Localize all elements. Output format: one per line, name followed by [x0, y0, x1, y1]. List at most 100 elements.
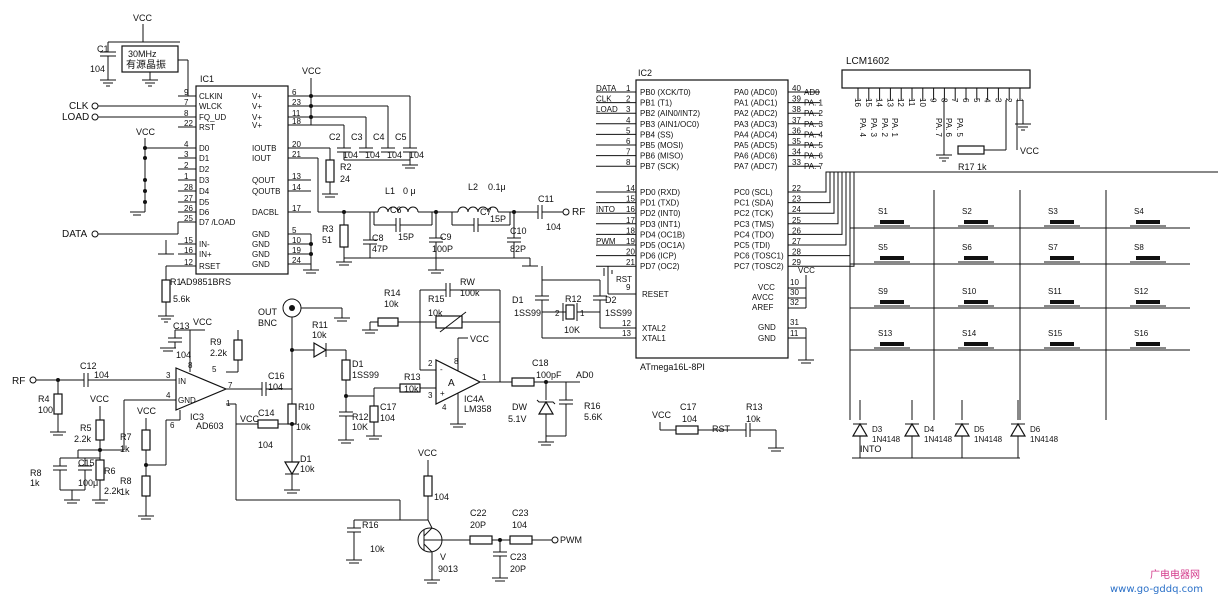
key-switch[interactable]: S11 [1044, 287, 1080, 307]
vcc-label-rst: VCC [652, 410, 672, 420]
key-switch[interactable]: S8 [1130, 243, 1166, 263]
key-switch[interactable]: S3 [1044, 207, 1080, 227]
vcc-label-osc: VCC [133, 13, 153, 23]
r19-resistor [509, 535, 533, 545]
lcm-net-label: PA. 4 [858, 118, 867, 138]
c2-ref: C2 [329, 132, 341, 142]
ic2-pin-num: 8 [626, 158, 631, 167]
c5-ref: C5 [395, 132, 407, 142]
diode-part: 1N4148 [1030, 435, 1059, 444]
ic2-pin-num: 14 [626, 184, 635, 193]
ic1-pin-num: 3 [184, 150, 189, 159]
d1-diode [313, 341, 328, 359]
key-label: S16 [1134, 329, 1149, 338]
r7-val: 1k [120, 444, 130, 454]
key-switch[interactable]: S7 [1044, 243, 1080, 263]
rf-in-terminal [29, 376, 37, 384]
rst-label: RST [712, 424, 731, 434]
ic2-pin-num: 18 [626, 226, 635, 235]
r5-val: 2.2k [74, 434, 92, 444]
diode-icon [851, 422, 869, 437]
r17b-resistor [423, 475, 433, 497]
ic1-pin-name: IN- [199, 240, 210, 249]
key-button-icon [1136, 342, 1160, 346]
key-switch[interactable]: S16 [1130, 329, 1166, 349]
watermark: 广电电器网 www.go-gddq.com [1110, 568, 1203, 595]
ic1-pin-name: D3 [199, 176, 210, 185]
r6-ref: R6 [104, 466, 116, 476]
r11-resistor [287, 403, 297, 425]
watermark-cn: 广电电器网 [1150, 568, 1200, 581]
ic2-pin-avcc: AVCC [752, 293, 774, 302]
ic2-pin-name: PB2 (AIN0/INT2) [640, 109, 700, 118]
ic2-pin-name: PD4 (OC1B) [640, 230, 685, 239]
key-button-icon [964, 256, 988, 260]
r16-ref: C18 [532, 358, 549, 368]
ic2-pin-name: PB0 (XCK/T0) [640, 88, 691, 97]
ic2-pin-name: PA4 (ADC4) [734, 130, 778, 139]
c24-ref: R13 [746, 402, 763, 412]
r9-val: 2.2k [210, 348, 228, 358]
ic2-pin-reset: RESET [642, 290, 669, 299]
r5-resistor [95, 419, 105, 441]
r12-resistor [341, 359, 351, 381]
svg-text:1: 1 [580, 309, 585, 318]
ic1-pin-name: V+ [252, 121, 262, 130]
ic2-pin-num: 26 [792, 226, 801, 235]
ic2-pin-num: 3 [626, 105, 631, 114]
key-switch[interactable]: S2 [958, 207, 994, 227]
ic2-pin-net: CLK [596, 95, 612, 104]
key-switch[interactable]: S15 [1044, 329, 1080, 349]
svg-text:4: 4 [166, 391, 171, 400]
r7-ref: R7 [120, 432, 132, 442]
key-switch[interactable]: S4 [1130, 207, 1166, 227]
osc-type: 有源晶振 [126, 58, 166, 71]
lcm-net-label: PA. 3 [869, 118, 878, 138]
key-switch[interactable]: S5 [874, 243, 910, 263]
ic2-pin-num: 6 [626, 137, 631, 146]
svg-text:8: 8 [454, 357, 459, 366]
ic1-pin-num: 10 [292, 236, 301, 245]
ic1-pin-num: 1 [184, 172, 189, 181]
c15-ref: R8 [30, 468, 42, 478]
l2-ref: L2 [468, 182, 478, 192]
key-button-icon [964, 220, 988, 224]
lcm-pin-num: 14 [875, 98, 884, 107]
key-switch[interactable]: S13 [874, 329, 910, 349]
l1-inductor [377, 206, 419, 213]
ic2-pin-num: 22 [792, 184, 801, 193]
vcc-label-9013: VCC [418, 448, 438, 458]
c9-ref: C9 [440, 232, 452, 242]
key-switch[interactable]: S10 [958, 287, 994, 307]
key-switch[interactable]: S6 [958, 243, 994, 263]
d2-diode [283, 461, 301, 476]
d2-val: 10k [300, 464, 315, 474]
ic2-pin-num: 15 [626, 195, 635, 204]
c17-ref: R12 [352, 412, 369, 422]
lcm-pin-num: 4 [983, 98, 992, 103]
ic2-pin-13-num: 13 [622, 329, 631, 338]
ic3-part: AD603 [196, 421, 224, 431]
svg-text:2: 2 [428, 359, 433, 368]
key-switch[interactable]: S1 [874, 207, 910, 227]
r2-val: 24 [340, 174, 350, 184]
key-switch[interactable]: S12 [1130, 287, 1166, 307]
key-switch[interactable]: S9 [874, 287, 910, 307]
r2-resistor [325, 159, 335, 183]
ic2-pin-num: 7 [626, 148, 631, 157]
c8-ref: C8 [372, 233, 384, 243]
lcm-pin-num: 3 [993, 98, 1002, 103]
svg-text:1: 1 [482, 373, 487, 382]
lcm-net-label: PA. 7 [934, 118, 943, 138]
key-switch[interactable]: S14 [958, 329, 994, 349]
ic2-pin-num: 4 [626, 116, 631, 125]
vcc-label-r7: VCC [137, 406, 157, 416]
lcm-net-label: PA. 5 [955, 118, 964, 138]
ic2-pin-name: PB4 (SS) [640, 130, 674, 139]
svg-text:5: 5 [212, 365, 217, 374]
lcm-pin-num: 6 [961, 98, 970, 103]
ic2-pin-num: 39 [792, 95, 801, 104]
r3-resistor [339, 224, 349, 248]
ic2-pin-name: PB6 (MISO) [640, 152, 683, 161]
